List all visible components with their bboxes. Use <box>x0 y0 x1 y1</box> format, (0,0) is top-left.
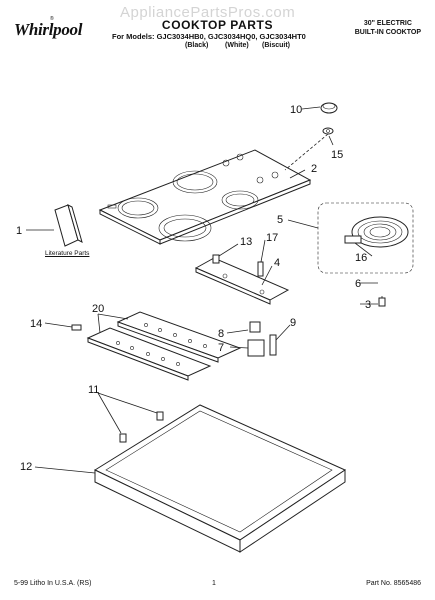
cooktop-box <box>93 404 347 553</box>
callout-8: 8 <box>218 328 224 340</box>
callout-7: 7 <box>218 342 224 354</box>
color-biscuit: (Biscuit) <box>262 42 290 49</box>
control-knob <box>320 102 338 114</box>
callout-6: 6 <box>355 278 361 290</box>
footer-print-info: 5-99 Litho In U.S.A. (RS) <box>14 580 92 587</box>
callout-20: 20 <box>92 303 104 315</box>
leader-lines <box>26 106 378 474</box>
screw-11a <box>119 433 127 443</box>
color-white: (White) <box>225 42 249 49</box>
color-black: (Black) <box>185 42 209 49</box>
screw-14 <box>71 324 82 331</box>
part-number: Part No. 8565486 <box>366 580 421 587</box>
callout-16: 16 <box>355 252 367 264</box>
screw-11b <box>156 411 164 421</box>
switch-clip <box>269 334 277 356</box>
page-number: 1 <box>212 580 216 587</box>
callout-9: 9 <box>290 317 296 329</box>
control-panel-channel-lower <box>86 327 212 381</box>
model-numbers: For Models: GJC3034HB0, GJC3034HQ0, GJC3… <box>112 32 306 41</box>
page-title: COOKTOP PARTS <box>161 18 274 32</box>
callout-3: 3 <box>365 299 371 311</box>
callout-14: 14 <box>30 318 42 330</box>
whirlpool-logo: Whirlpool <box>14 20 83 39</box>
literature-parts <box>54 204 83 247</box>
watermark: AppliancePartsPros.com <box>120 4 296 21</box>
callout-1: 1 <box>16 225 22 237</box>
product-line-1: 30" ELECTRIC <box>363 20 412 27</box>
screw-17 <box>257 261 264 277</box>
surface-element <box>317 202 414 274</box>
callout-11: 11 <box>88 384 99 396</box>
control-panel-channel-upper <box>116 311 242 363</box>
screw-13 <box>212 254 220 264</box>
callout-13: 13 <box>240 236 252 248</box>
product-line-2: BUILT-IN COOKTOP <box>354 29 421 36</box>
callout-15: 15 <box>331 149 343 161</box>
infinite-switch <box>247 321 265 357</box>
screw-3 <box>378 296 386 307</box>
cooktop-glass <box>98 149 312 245</box>
callout-17: 17 <box>266 232 278 244</box>
knob-washer <box>322 127 334 135</box>
literature-parts-label: Literature Parts <box>45 250 90 257</box>
callout-12: 12 <box>20 461 32 473</box>
callout-5: 5 <box>277 214 283 226</box>
callout-10: 10 <box>290 104 302 116</box>
callout-2: 2 <box>311 163 317 175</box>
element-bracket <box>194 257 290 305</box>
callout-4: 4 <box>274 257 280 269</box>
trademark-mark: ® <box>50 16 54 22</box>
product-description: 30" ELECTRIC BUILT-IN COOKTOP <box>355 19 421 37</box>
